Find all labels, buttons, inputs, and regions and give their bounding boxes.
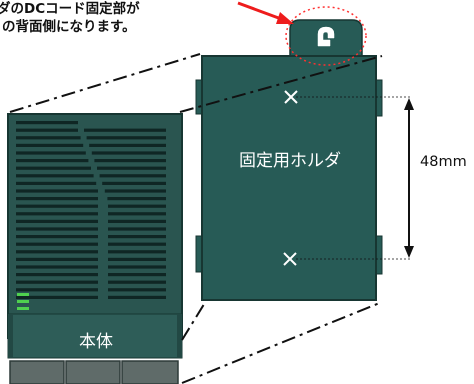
main-unit-label: 本体 [79, 332, 113, 352]
vent-slot [108, 212, 166, 216]
vent-slot [108, 288, 166, 292]
vent-slot [108, 204, 166, 208]
holder-plate [201, 55, 377, 301]
vent-slot [108, 273, 166, 277]
vent-slot [16, 143, 84, 147]
vent-slot [104, 189, 166, 193]
status-leds [17, 293, 29, 310]
vent-slot [16, 219, 98, 223]
unit-body [7, 113, 183, 339]
callout-line-upper-inner [179, 55, 383, 113]
vent-slot [107, 197, 166, 201]
bottom-block-2 [65, 360, 121, 384]
holder-hook-tab [289, 19, 363, 57]
vent-slot [16, 136, 81, 140]
vent-slot [94, 159, 166, 163]
unit-lower-shade [8, 314, 13, 358]
fixing-holder [195, 19, 383, 301]
cord-hook-icon [317, 26, 335, 47]
vent-slot [89, 143, 166, 147]
vent-slot [16, 227, 98, 231]
vent-slot [16, 280, 98, 284]
vent-slot [108, 257, 166, 261]
vent-slot [16, 295, 98, 299]
vent-slot [16, 242, 98, 246]
x-mark-icon [283, 252, 297, 266]
vent-slot [16, 189, 98, 193]
bottom-block-1 [9, 360, 65, 384]
unit-lower-shade-right [177, 314, 182, 358]
led-2 [17, 300, 29, 303]
vent-slot [16, 159, 89, 163]
callout-line-lower-outer [181, 301, 383, 384]
bottom-block-3 [121, 360, 179, 384]
led-1 [17, 293, 29, 296]
vent-slot [16, 128, 78, 132]
caption-text: ダのDCコード固定部が の背面側になります。 [0, 0, 190, 36]
caption-line-1: ダのDCコード固定部が [0, 1, 140, 17]
vent-slot [108, 295, 166, 299]
highlight-circle [285, 6, 367, 66]
vent-slot [16, 250, 98, 254]
vent-slot [16, 288, 98, 292]
vent-slot [16, 151, 86, 155]
vent-slot [16, 204, 98, 208]
vent-slot [16, 121, 78, 125]
vent-slot [108, 265, 166, 269]
pointer-arrow [237, 1, 294, 24]
holder-label: 固定用ホルダ [239, 151, 341, 171]
vent-slot [16, 166, 91, 170]
vent-slot [16, 235, 98, 239]
vent-slot [16, 265, 98, 269]
vent-slot [16, 273, 98, 277]
dimension-arrowhead-bottom [404, 246, 414, 258]
vent-slots [16, 121, 166, 299]
vent-slot [16, 174, 94, 178]
vent-slot [16, 212, 98, 216]
dimension-label: 48mm [420, 154, 467, 170]
callout-line-upper-outer [9, 53, 201, 113]
caption-line-2: の背面側になります。 [2, 19, 136, 35]
main-unit [7, 113, 183, 384]
callout-lines [9, 53, 383, 384]
vent-slot [86, 136, 166, 140]
dimension-indicator [296, 96, 414, 260]
vent-slot [108, 242, 166, 246]
vent-slot [108, 280, 166, 284]
vent-slot [16, 181, 97, 185]
vent-slot [84, 128, 166, 132]
vent-slot [99, 174, 166, 178]
x-mark-icon [284, 90, 298, 104]
vent-slot [108, 235, 166, 239]
vent-slot [97, 166, 166, 170]
vent-slot [108, 250, 166, 254]
unit-bottom-blocks [9, 360, 179, 384]
dimension-arrowhead-top [404, 98, 414, 110]
vent-slot [108, 227, 166, 231]
vent-slot [91, 151, 166, 155]
vent-slot [102, 181, 166, 185]
vent-slot [16, 197, 98, 201]
callout-line-lower-inner [181, 300, 207, 341]
vent-slot [16, 257, 98, 261]
led-3 [17, 307, 29, 310]
vent-slot [108, 219, 166, 223]
